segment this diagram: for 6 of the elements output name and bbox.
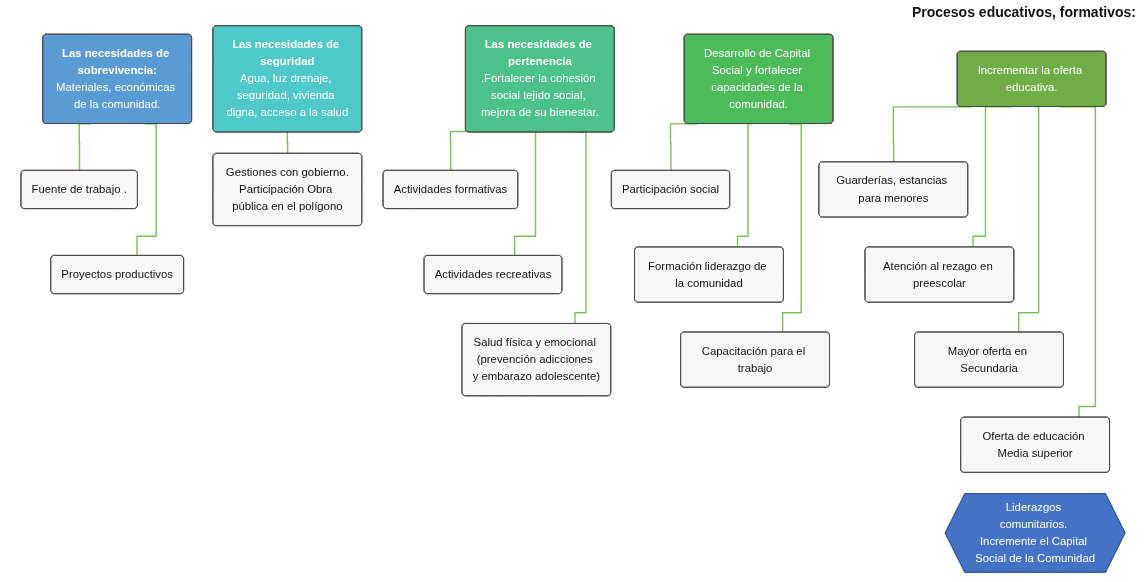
connector	[513, 131, 538, 257]
connector	[286, 131, 289, 155]
connector	[136, 123, 157, 257]
column-heading: Procesos educativos, formativos:	[911, 4, 1136, 20]
connector	[449, 130, 468, 172]
connector	[574, 131, 587, 325]
